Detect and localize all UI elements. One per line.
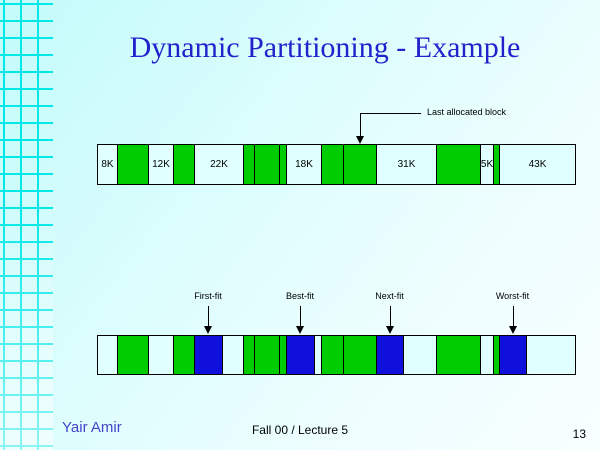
page-number: 13 — [572, 427, 586, 441]
allocated-block — [279, 145, 286, 184]
page-title: Dynamic Partitioning - Example — [129, 31, 521, 64]
fit-strategy-label: Best-fit — [285, 291, 315, 301]
down-arrow-icon — [296, 326, 304, 334]
last-allocated-block-label: Last allocated block — [427, 107, 507, 117]
down-arrow-icon — [508, 326, 517, 334]
free-block — [148, 336, 173, 374]
callout-connector-line — [359, 113, 421, 114]
free-block — [98, 336, 117, 374]
footer-author: Yair Amir — [62, 419, 122, 436]
fit-strategy-label: Worst-fit — [495, 291, 530, 301]
footer-course: Fall 00 / Lecture 5 — [251, 423, 349, 437]
callout-connector-line — [389, 306, 391, 327]
allocated-block — [343, 336, 376, 374]
free-block — [314, 336, 321, 374]
new-allocated-block — [499, 336, 526, 374]
allocated-block — [493, 336, 499, 374]
free-block — [222, 336, 243, 374]
allocated-block — [243, 145, 254, 184]
memory-bar-after — [97, 335, 576, 375]
free-block: 5K — [480, 145, 493, 184]
allocated-block — [117, 336, 148, 374]
callout-connector-line — [359, 113, 361, 137]
free-block: 43K — [499, 145, 575, 184]
allocated-block — [173, 145, 194, 184]
down-arrow-icon — [355, 136, 364, 144]
callout-connector-line — [208, 306, 209, 327]
allocated-block — [173, 336, 194, 374]
down-arrow-icon — [385, 326, 394, 334]
allocated-block — [436, 336, 480, 374]
grid-fade-overlay — [0, 0, 53, 450]
allocated-block — [321, 145, 343, 184]
allocated-block — [243, 336, 254, 374]
callout-connector-line — [512, 306, 514, 327]
new-allocated-block — [194, 336, 222, 374]
new-allocated-block — [376, 336, 403, 374]
allocated-block — [436, 145, 480, 184]
free-block: 8K — [98, 145, 117, 184]
allocated-block — [343, 145, 376, 184]
free-block — [403, 336, 436, 374]
free-block: 31K — [376, 145, 436, 184]
free-block: 18K — [286, 145, 321, 184]
callout-connector-line — [300, 306, 301, 327]
down-arrow-icon — [204, 326, 212, 334]
allocated-block — [117, 145, 148, 184]
free-block — [480, 336, 493, 374]
allocated-block — [254, 145, 279, 184]
allocated-block — [321, 336, 343, 374]
free-block: 12K — [148, 145, 173, 184]
fit-strategy-label: First-fit — [194, 291, 222, 301]
new-allocated-block — [286, 336, 314, 374]
free-block — [526, 336, 575, 374]
free-block: 22K — [194, 145, 243, 184]
fit-strategy-label: Next-fit — [375, 291, 404, 301]
allocated-block — [493, 145, 499, 184]
allocated-block — [279, 336, 286, 374]
grid-pattern-sidebar — [0, 0, 53, 450]
allocated-block — [254, 336, 279, 374]
